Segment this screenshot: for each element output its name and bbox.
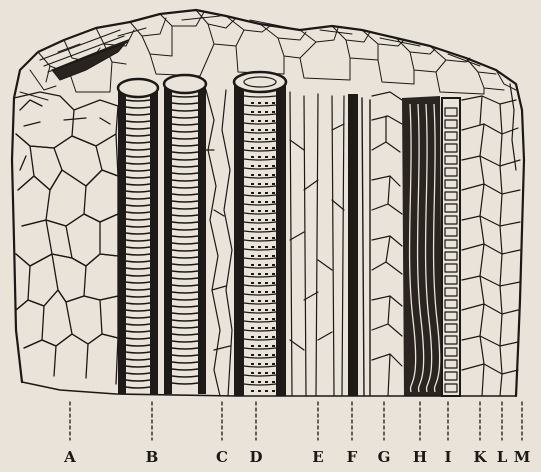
phloem-band-h: [402, 96, 442, 396]
vessel-c: [164, 75, 206, 394]
label-k: K: [473, 448, 487, 466]
label-b: B: [146, 448, 159, 466]
parenchyma-region-a: [14, 92, 118, 384]
label-e: E: [312, 448, 323, 466]
parenchyma-region-g: [372, 92, 402, 396]
label-h: H: [413, 448, 427, 466]
label-f: F: [347, 448, 358, 466]
label-l: L: [497, 448, 508, 466]
vessel-b: [118, 79, 158, 394]
elongated-cells-e: [290, 92, 344, 396]
band-i: [442, 98, 460, 396]
label-a: A: [63, 448, 76, 466]
label-leaders: [70, 402, 522, 440]
label-g: G: [378, 448, 391, 466]
parenchyma-c-d: [206, 90, 232, 396]
dark-strand-f: [348, 94, 370, 396]
label-c: C: [216, 448, 228, 466]
label-i: I: [444, 448, 451, 466]
cortex-region-k: [462, 84, 520, 396]
label-m: M: [514, 448, 531, 466]
label-d: D: [249, 448, 262, 466]
vessel-d: [234, 72, 286, 396]
